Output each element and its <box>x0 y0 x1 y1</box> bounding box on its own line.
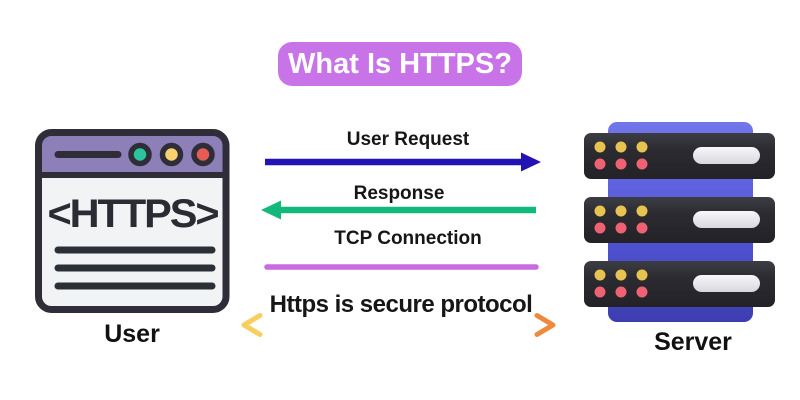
server-unit <box>584 261 775 307</box>
title-badge: What Is HTTPS? <box>278 42 522 86</box>
tcp-connection-label: TCP Connection <box>334 228 482 249</box>
user-request-label: User Request <box>346 129 470 150</box>
connections-arrows <box>241 152 556 337</box>
response-arrow <box>261 200 536 220</box>
browser-dot-red-icon <box>191 142 215 167</box>
server-stack-icon <box>584 122 775 322</box>
response-label: Response <box>353 183 445 204</box>
page-title: What Is HTTPS? <box>288 47 512 80</box>
secure-protocol-arrow <box>241 313 556 337</box>
server-unit <box>584 133 775 179</box>
browser-https-icon: <HTTPS> <box>35 129 230 313</box>
server-node-label: Server <box>654 328 732 356</box>
browser-dot-green-icon <box>128 142 152 167</box>
user-node-label: User <box>104 320 160 348</box>
secure-protocol-label: Https is secure protocol <box>269 291 533 318</box>
browser-outline <box>35 129 230 313</box>
user-request-arrow <box>265 152 541 172</box>
server-unit <box>584 197 775 243</box>
browser-dot-yellow-icon <box>159 142 184 167</box>
browser-https-text: <HTTPS> <box>48 192 219 236</box>
